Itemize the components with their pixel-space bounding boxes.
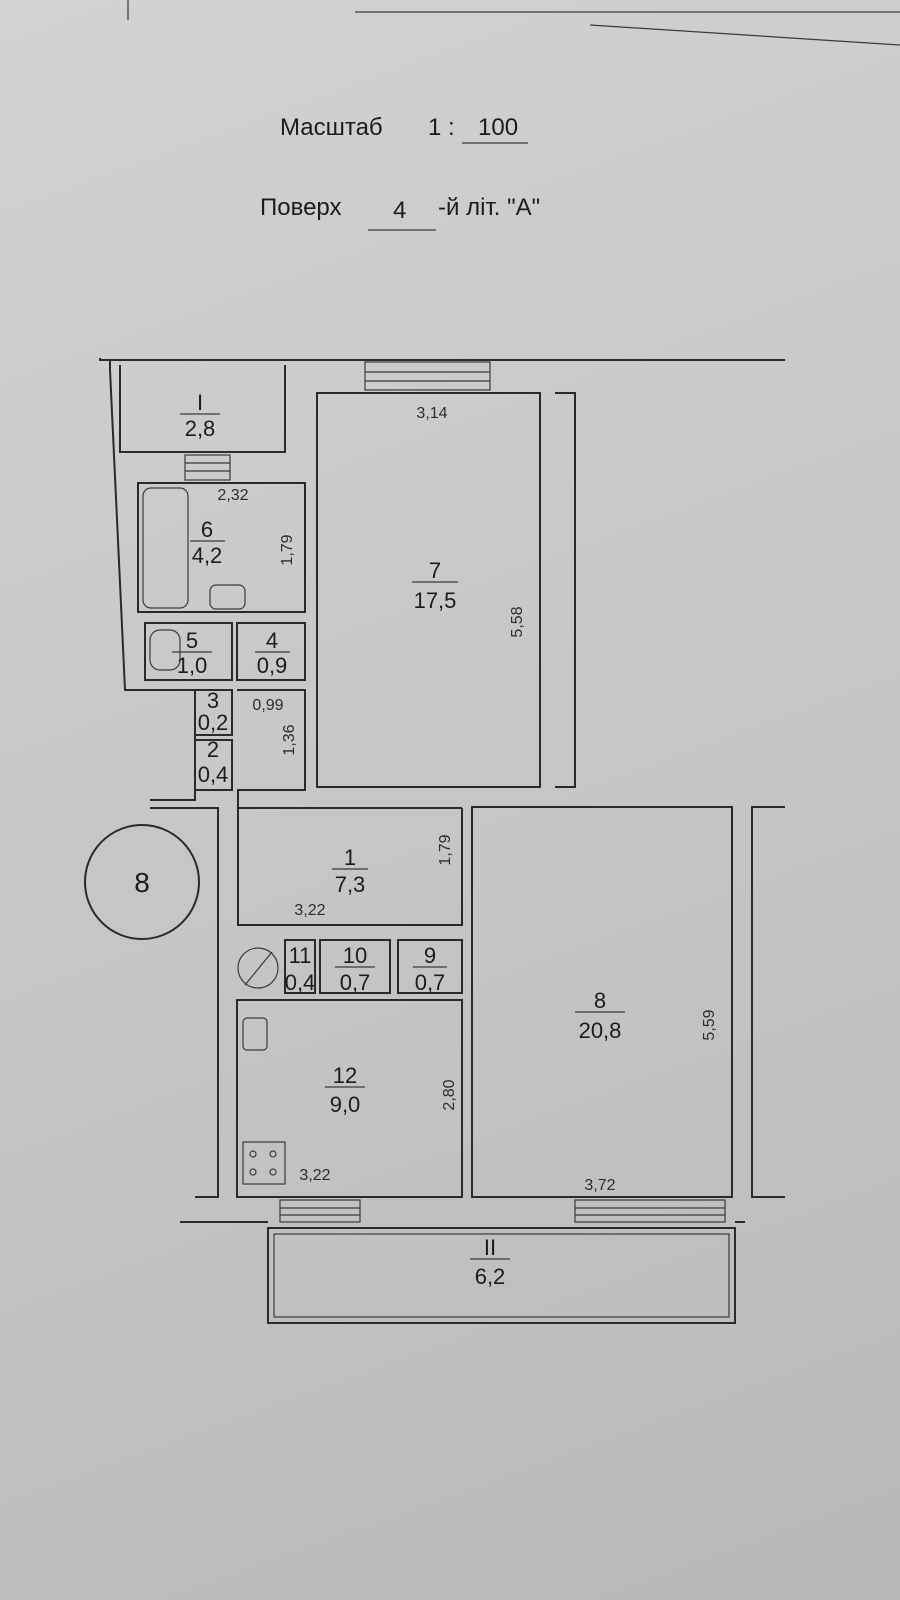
- room-area: 0,4: [198, 762, 229, 787]
- room-area: 6,2: [475, 1264, 506, 1289]
- corridor-dims: 0,99 1,36: [252, 697, 298, 756]
- room-number: 4: [266, 628, 278, 653]
- room-number: 6: [201, 517, 213, 542]
- room-5: 51,0: [172, 628, 212, 678]
- fixtures: [142, 487, 286, 1185]
- scale-prefix: 1 :: [428, 114, 455, 141]
- room-number: 1: [344, 845, 356, 870]
- dimension-label: 2,80: [441, 1079, 458, 1110]
- room-area: 0,7: [340, 970, 371, 995]
- walls: [99, 358, 785, 1324]
- room-area: 2,8: [185, 416, 216, 441]
- dimension-label: 3,72: [584, 1177, 615, 1194]
- room-area: 9,0: [330, 1092, 361, 1117]
- room-number: 11: [289, 943, 312, 968]
- room-9: 90,7: [413, 943, 447, 995]
- room-number: I: [197, 390, 203, 415]
- form-frame-lines: [127, 0, 900, 46]
- dimension-label: 1,36: [281, 724, 298, 755]
- scale-value: 100: [478, 114, 518, 141]
- room-area: 7,3: [335, 872, 366, 897]
- room-3: 30,2: [198, 688, 229, 735]
- room-8: 8 20,8 3,72 5,59: [575, 988, 718, 1194]
- room-2: 20,4: [198, 737, 229, 787]
- dimension-label: 5,58: [509, 606, 526, 637]
- room-II: II 6,2: [470, 1235, 510, 1289]
- room-area: 0,4: [285, 970, 316, 995]
- room-10: 100,7: [335, 943, 375, 995]
- dimension-label: 3,22: [294, 902, 325, 919]
- dimension-label: 2,32: [217, 487, 248, 504]
- room-labels: I2,8 64,2 2,32 1,79 7 17,5 3,14 5,58 51,0 4…: [172, 390, 718, 1289]
- room-12: 12 9,0 3,22 2,80: [299, 1063, 458, 1184]
- room-6: 64,2 2,32 1,79: [190, 487, 296, 568]
- windows: [184, 361, 726, 1223]
- room-4: 40,9: [255, 628, 290, 678]
- dimension-label: 3,22: [299, 1167, 330, 1184]
- room-area: 0,2: [198, 710, 229, 735]
- dimension-label: 5,59: [701, 1009, 718, 1040]
- room-number: 10: [343, 943, 367, 968]
- room-number: 7: [429, 558, 441, 583]
- room-number: 2: [207, 737, 219, 762]
- room-area: 20,8: [579, 1018, 622, 1043]
- bathtub-icon: [142, 487, 189, 609]
- room-number: 8: [594, 988, 606, 1013]
- room-number: 5: [186, 628, 198, 653]
- room-7: 7 17,5 3,14 5,58: [412, 405, 526, 638]
- room-number: 12: [333, 1063, 357, 1088]
- room-area: 0,9: [257, 653, 288, 678]
- dimension-label: 3,14: [416, 405, 447, 422]
- toilet-icon: [149, 629, 181, 671]
- room-number: II: [484, 1235, 496, 1260]
- room-area: 1,0: [177, 653, 208, 678]
- room-area: 4,2: [192, 543, 223, 568]
- staircase-number: 8: [134, 867, 150, 898]
- floor-suffix: -й літ. "А": [438, 194, 540, 221]
- floor-label: Поверх: [260, 194, 342, 221]
- floor-value: 4: [393, 197, 406, 224]
- scale-header: Масштаб 1 : 100 Поверх 4 -й літ. "А": [260, 114, 540, 231]
- dimension-label: 1,79: [279, 534, 296, 565]
- gas-meter-icon: [237, 947, 279, 989]
- sink-icon: [209, 584, 246, 610]
- room-11: 110,4: [285, 943, 316, 995]
- room-1: 17,3 3,22 1,79: [294, 834, 454, 919]
- dimension-label: 0,99: [252, 697, 283, 714]
- dimension-label: 1,79: [437, 834, 454, 865]
- room-area: 17,5: [414, 588, 457, 613]
- scale-label: Масштаб: [280, 114, 383, 141]
- room-number: 9: [424, 943, 436, 968]
- room-number: 3: [207, 688, 219, 713]
- room-I: I2,8: [180, 390, 220, 441]
- stove-icon: [242, 1141, 286, 1185]
- kitchen-sink-icon: [242, 1017, 268, 1051]
- staircase-marker: 8: [84, 824, 200, 940]
- room-area: 0,7: [415, 970, 446, 995]
